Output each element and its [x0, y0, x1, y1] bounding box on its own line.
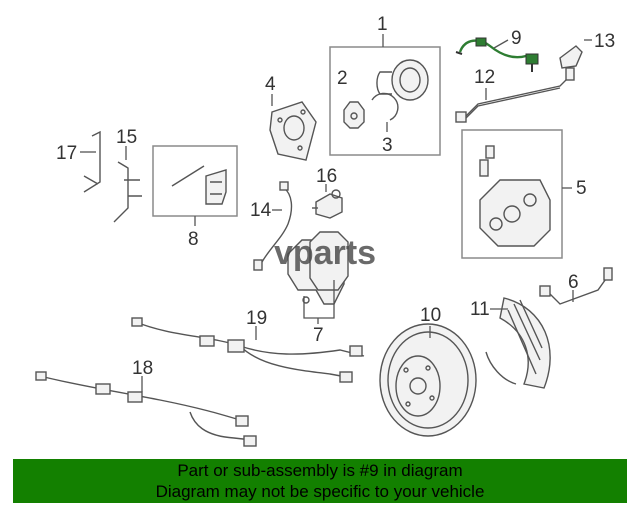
wheel-bearing[interactable]	[376, 59, 429, 101]
callout-4[interactable]: 4	[265, 74, 276, 95]
callout-3[interactable]: 3	[382, 135, 393, 156]
callout-10[interactable]: 10	[420, 305, 441, 326]
callout-19[interactable]: 19	[246, 308, 267, 329]
brake-pads[interactable]	[287, 231, 349, 305]
callout-1[interactable]: 1	[377, 14, 388, 35]
banner-disclaimer-line: Diagram may not be specific to your vehi…	[155, 482, 485, 501]
callout-8[interactable]: 8	[188, 229, 199, 250]
speed-sensor[interactable]	[312, 189, 343, 219]
parts-diagram: 1 2 3 4 9 13 12	[35, 14, 615, 447]
callout-17[interactable]: 17	[56, 143, 77, 164]
callout-11[interactable]: 11	[470, 299, 490, 320]
caliper-bracket-17[interactable]	[83, 130, 101, 193]
watermark-logo: vparts	[274, 234, 376, 272]
bleeder-cap[interactable]	[559, 45, 583, 69]
callout-18[interactable]: 18	[132, 358, 153, 379]
splash-shield[interactable]	[485, 297, 551, 389]
banner-part-line: Part or sub-assembly is #9 in diagram	[177, 461, 463, 480]
hub-nut[interactable]	[343, 101, 365, 129]
callout-9[interactable]: 9	[511, 28, 522, 49]
brake-line[interactable]	[455, 67, 575, 123]
rear-brake-line[interactable]	[539, 267, 613, 305]
callout-7[interactable]: 7	[313, 325, 324, 346]
pad-hardware-kit[interactable]	[171, 165, 227, 205]
info-banner: Part or sub-assembly is #9 in diagram Di…	[13, 459, 627, 503]
callout-5[interactable]: 5	[576, 178, 587, 199]
callout-15[interactable]: 15	[116, 127, 137, 148]
callout-13[interactable]: 13	[594, 31, 615, 52]
callout-6[interactable]: 6	[568, 272, 579, 293]
abs-sensor-harness[interactable]	[35, 371, 257, 447]
callout-14[interactable]: 14	[250, 200, 272, 221]
wheel-hub[interactable]	[269, 101, 317, 161]
callout-12[interactable]: 12	[474, 67, 495, 88]
brake-wear-sensor[interactable]	[455, 37, 539, 72]
snap-ring[interactable]	[371, 92, 399, 121]
brake-rotor[interactable]	[379, 323, 477, 437]
brake-caliper[interactable]	[479, 179, 551, 247]
callout-16[interactable]: 16	[316, 166, 337, 187]
brake-hose[interactable]	[253, 181, 293, 271]
caliper-bracket-15[interactable]	[113, 161, 142, 223]
callout-2[interactable]: 2	[337, 68, 348, 89]
bleeder-valve[interactable]	[479, 145, 495, 177]
wear-sensor-harness[interactable]	[131, 317, 365, 383]
